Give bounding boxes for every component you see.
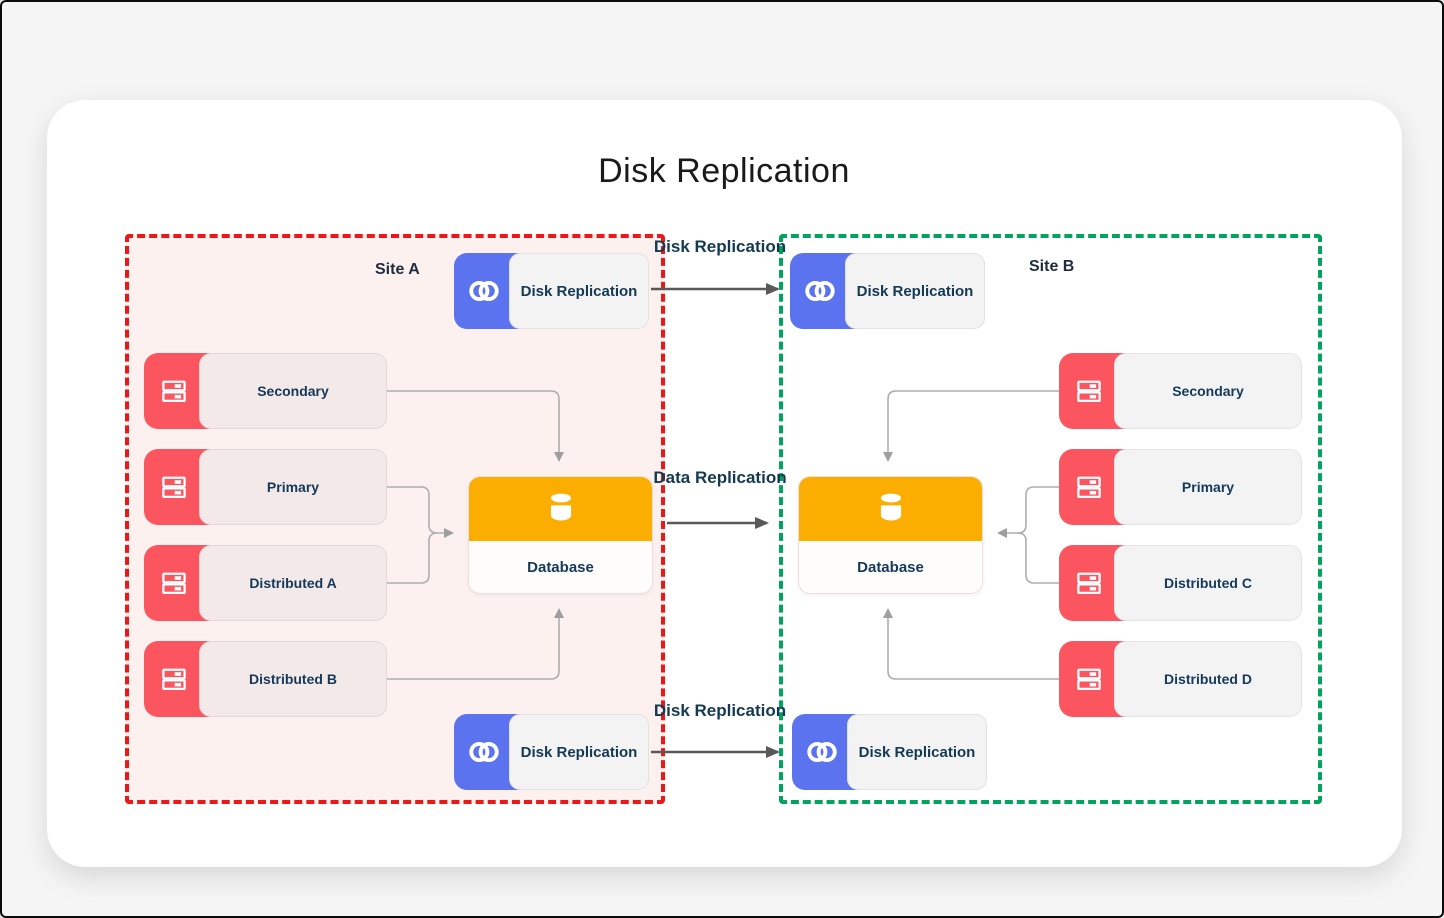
site-b-label: Site B (1029, 258, 1075, 275)
server-rack-icon (144, 449, 204, 525)
node-label: Database (469, 541, 652, 593)
site-b-connectors (883, 390, 1059, 680)
server-rack-icon (1059, 545, 1119, 621)
server-rack-icon (1059, 449, 1119, 525)
cross-site-arrows (651, 283, 780, 758)
site-a-label: Site A (375, 261, 420, 278)
node-label: Secondary (1114, 353, 1302, 429)
site-b-primary-node: Primary (1059, 449, 1302, 525)
replication-rings-icon (790, 253, 850, 329)
site-a-disk-replication-bottom-node: Disk Replication (454, 714, 649, 790)
node-label: Distributed A (199, 545, 387, 621)
site-a-connectors (387, 390, 564, 680)
node-label: Disk Replication (509, 714, 649, 790)
node-label: Disk Replication (847, 714, 987, 790)
bottom-flow-label: Disk Replication (653, 701, 787, 720)
server-rack-icon (1059, 353, 1119, 429)
site-b-secondary-node: Secondary (1059, 353, 1302, 429)
top-flow-label: Disk Replication (653, 237, 787, 256)
database-cylinder-icon (799, 477, 982, 541)
node-label: Distributed C (1114, 545, 1302, 621)
server-rack-icon (144, 641, 204, 717)
server-rack-icon (144, 353, 204, 429)
server-rack-icon (1059, 641, 1119, 717)
site-b-database-node: Database (798, 476, 983, 594)
node-label: Secondary (199, 353, 387, 429)
replication-rings-icon (454, 253, 514, 329)
site-a-distributed-b-node: Distributed B (144, 641, 387, 717)
site-a-database-node: Database (468, 476, 653, 594)
node-label: Primary (199, 449, 387, 525)
page-title: Disk Replication (598, 152, 850, 190)
site-a-secondary-node: Secondary (144, 353, 387, 429)
node-label: Disk Replication (509, 253, 649, 329)
node-label: Disk Replication (845, 253, 985, 329)
replication-rings-icon (454, 714, 514, 790)
database-cylinder-icon (469, 477, 652, 541)
site-b-container (779, 234, 1322, 804)
site-b-distributed-d-node: Distributed D (1059, 641, 1302, 717)
node-label: Primary (1114, 449, 1302, 525)
server-rack-icon (144, 545, 204, 621)
site-b-distributed-c-node: Distributed C (1059, 545, 1302, 621)
middle-flow-label: Data Replication (653, 468, 787, 487)
node-label: Distributed D (1114, 641, 1302, 717)
site-a-disk-replication-top-node: Disk Replication (454, 253, 649, 329)
site-a-primary-node: Primary (144, 449, 387, 525)
site-b-disk-replication-top-node: Disk Replication (790, 253, 985, 329)
replication-rings-icon (792, 714, 852, 790)
site-a-distributed-a-node: Distributed A (144, 545, 387, 621)
node-label: Database (799, 541, 982, 593)
site-b-disk-replication-bottom-node: Disk Replication (792, 714, 987, 790)
node-label: Distributed B (199, 641, 387, 717)
